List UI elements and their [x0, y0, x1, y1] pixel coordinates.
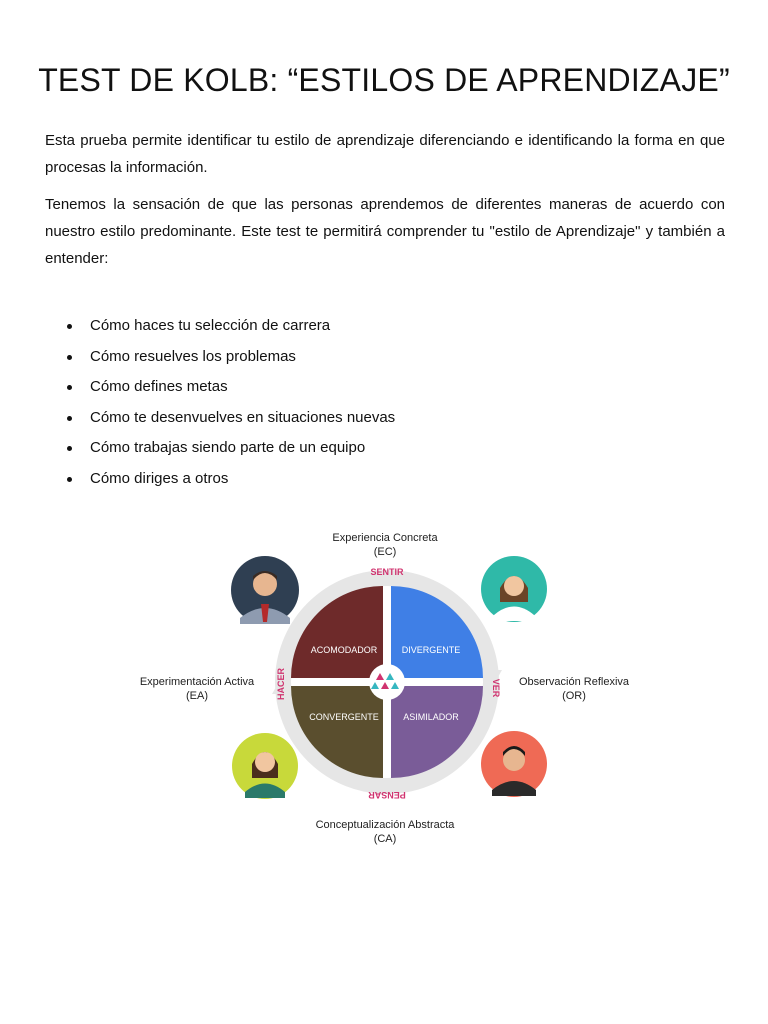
bullet-dot-icon: [67, 476, 72, 482]
verb-pensar: PENSAR: [368, 790, 406, 800]
quadrant-label-asimilador: ASIMILADOR: [403, 712, 459, 722]
arrow-left-icon: [272, 680, 288, 694]
avatar-man-suit-icon: [231, 556, 299, 624]
list-item-text: Cómo trabajas siendo parte de un equipo: [90, 439, 366, 457]
top-axis-code: (EC): [374, 546, 397, 558]
avatar-woman-teal-icon: [481, 556, 547, 622]
quadrant-divergente: [391, 586, 483, 678]
list-item: Cómo defines metas: [45, 374, 705, 405]
list-item: Cómo trabajas siendo parte de un equipo: [45, 435, 705, 466]
left-axis-label: Experimentación Activa: [140, 676, 255, 688]
bullet-dot-icon: [67, 354, 72, 360]
quadrant-label-divergente: DIVERGENTE: [402, 645, 461, 655]
quadrant-asimilador: [391, 686, 483, 778]
bottom-axis-label: Conceptualización Abstracta: [316, 819, 456, 831]
left-axis-code: (EA): [186, 690, 208, 702]
list-item: Cómo te desenvuelves en situaciones nuev…: [45, 405, 705, 436]
triangle-icon: [376, 673, 384, 680]
list-item-text: Cómo haces tu selección de carrera: [90, 317, 331, 334]
arrow-right-icon: [486, 670, 502, 684]
verb-sentir: SENTIR: [370, 567, 404, 577]
list-item: Cómo haces tu selección de carrera: [45, 313, 705, 344]
verb-hacer: HACER: [276, 668, 286, 701]
triangle-icon: [391, 682, 399, 689]
avatar-woman-lime-icon: [232, 733, 298, 799]
intro-paragraph: Esta prueba permite identificar tu estil…: [45, 132, 725, 176]
bottom-axis-code: (CA): [374, 833, 397, 845]
cycle-ring: [275, 570, 499, 794]
quadrant-label-acomodador: ACOMODADOR: [311, 645, 378, 655]
verb-ver: VER: [491, 679, 501, 698]
arrow-bottom-icon: [386, 774, 400, 790]
bullet-dot-icon: [67, 324, 72, 329]
triangle-icon: [381, 682, 389, 689]
bullet-dot-icon: [67, 415, 72, 421]
list-item-text: Cómo defines metas: [90, 378, 228, 396]
bullet-dot-icon: [67, 446, 72, 452]
quadrant-label-convergente: CONVERGENTE: [309, 712, 379, 722]
avatar-man-red-icon: [481, 731, 547, 797]
list-item: Cómo diriges a otros: [45, 466, 705, 497]
arrow-top-icon: [374, 574, 388, 590]
page-title: TEST DE KOLB: “ESTILOS DE APRENDIZAJE”: [38, 62, 730, 98]
quadrant-acomodador: [291, 586, 383, 678]
bullet-list: Cómo haces tu selección de carrera Cómo …: [45, 313, 705, 497]
bullet-dot-icon: [67, 385, 72, 391]
triangle-icon: [386, 673, 394, 680]
list-item: Cómo resuelves los problemas: [45, 344, 705, 375]
top-axis-label: Experiencia Concreta: [332, 532, 438, 544]
right-axis-label: Observación Reflexiva: [519, 676, 630, 688]
center-logo-icon: [369, 664, 405, 700]
description-paragraph: Tenemos la sensación de que las personas…: [45, 196, 725, 267]
list-item-text: Cómo te desenvuelves en situaciones nuev…: [90, 408, 396, 426]
right-axis-code: (OR): [562, 690, 586, 702]
list-item-text: Cómo resuelves los problemas: [90, 347, 296, 365]
kolb-cycle-diagram: Experiencia Concreta (EC) Conceptualizac…: [140, 532, 630, 845]
list-item-text: Cómo diriges a otros: [90, 469, 229, 487]
triangle-icon: [371, 682, 379, 689]
quadrant-convergente: [291, 686, 383, 778]
